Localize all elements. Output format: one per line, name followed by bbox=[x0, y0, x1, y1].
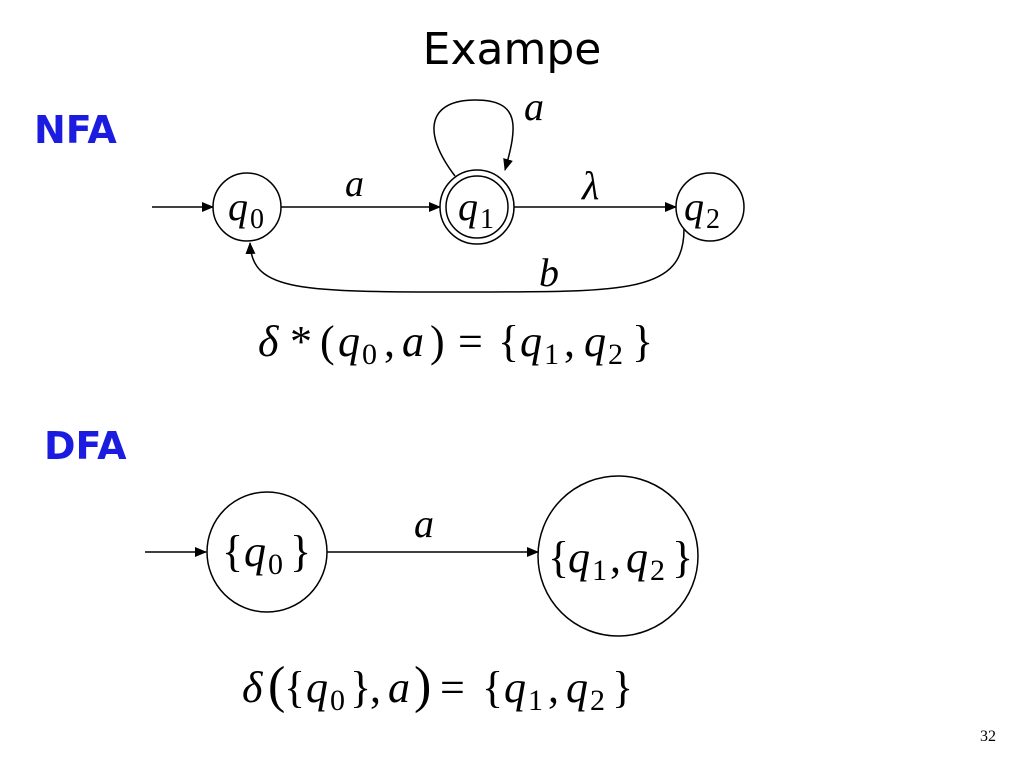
nfa-edge-q0-q1-label: a bbox=[345, 163, 364, 205]
nfa-edge-q2-q0-label: b bbox=[539, 250, 559, 295]
dfa-label: DFA bbox=[44, 424, 127, 468]
dfa-s1-subscript2: 2 bbox=[650, 554, 665, 587]
dfa-eq-equals: = bbox=[440, 663, 465, 712]
nfa-q1-subscript: 1 bbox=[480, 204, 494, 235]
dfa-edge-s0-s1-label: a bbox=[414, 501, 434, 546]
nfa-q1-symbol: q bbox=[458, 184, 478, 229]
nfa-eq-set-open: { bbox=[498, 317, 519, 366]
slide-title: Exampe bbox=[422, 24, 602, 75]
dfa-eq-r1-sub: 1 bbox=[528, 684, 543, 717]
nfa-eq-close-paren: ) bbox=[430, 317, 445, 366]
nfa-eq-r1: q bbox=[520, 317, 542, 366]
nfa-state-q1: q 1 bbox=[439, 169, 515, 245]
dfa-s1-symbol2: q bbox=[626, 533, 648, 582]
dfa-s0-close-brace: } bbox=[290, 527, 311, 576]
dfa-eq-close-paren: ) bbox=[414, 657, 431, 714]
nfa-edge-q1-loop-label: a bbox=[524, 84, 544, 129]
nfa-q0-symbol: q bbox=[228, 184, 248, 229]
nfa-edge-q2-q0 bbox=[245, 228, 685, 293]
nfa-state-q2: q 2 bbox=[675, 172, 745, 242]
dfa-equation: δ ( { q 0 } , a ) = { q 1 , q 2 } bbox=[242, 657, 633, 717]
nfa-eq-r2: q bbox=[584, 317, 606, 366]
nfa-eq-delta: δ bbox=[258, 317, 280, 366]
nfa-eq-arg-state: q bbox=[338, 317, 360, 366]
nfa-q0-subscript: 0 bbox=[250, 204, 264, 235]
dfa-eq-arg-state: q bbox=[306, 663, 328, 712]
dfa-s1-open-brace: { bbox=[548, 533, 569, 582]
nfa-q2-subscript: 2 bbox=[706, 204, 720, 235]
dfa-eq-comma2: , bbox=[548, 663, 559, 712]
dfa-eq-res-open: { bbox=[482, 663, 503, 712]
page-number: 32 bbox=[980, 728, 996, 745]
dfa-s0-subscript: 0 bbox=[268, 548, 283, 581]
nfa-label: NFA bbox=[34, 108, 117, 152]
nfa-eq-arg-symbol: a bbox=[402, 317, 424, 366]
dfa-eq-arg-sub: 0 bbox=[330, 684, 345, 717]
nfa-edge-q1-q2-label: λ bbox=[581, 163, 599, 208]
dfa-s1-symbol1: q bbox=[568, 533, 590, 582]
dfa-eq-delta: δ bbox=[242, 663, 264, 712]
nfa-edge-q1-loop bbox=[433, 99, 514, 177]
dfa-eq-set-open: { bbox=[284, 663, 305, 712]
nfa-q2-symbol: q bbox=[684, 184, 704, 229]
nfa-eq-comma1: , bbox=[384, 317, 395, 366]
nfa-eq-set-close: } bbox=[632, 317, 653, 366]
dfa-eq-r1: q bbox=[504, 663, 526, 712]
dfa-eq-comma1: , bbox=[370, 663, 381, 712]
dfa-s1-close-brace: } bbox=[672, 533, 693, 582]
dfa-eq-res-close: } bbox=[612, 663, 633, 712]
nfa-eq-r1-sub: 1 bbox=[544, 338, 559, 371]
nfa-eq-arg-sub: 0 bbox=[362, 338, 377, 371]
dfa-state-s1: { q 1 , q 2 } bbox=[537, 475, 699, 637]
nfa-eq-equals: = bbox=[458, 317, 483, 366]
dfa-s1-comma: , bbox=[610, 533, 621, 582]
nfa-state-q0: q 0 bbox=[212, 172, 282, 242]
dfa-s0-symbol: q bbox=[244, 527, 266, 576]
nfa-eq-r2-sub: 2 bbox=[608, 338, 623, 371]
nfa-eq-star: * bbox=[290, 317, 312, 366]
nfa-equation: δ * ( q 0 , a ) = { q 1 , q 2 } bbox=[258, 317, 653, 371]
nfa-eq-comma2: , bbox=[564, 317, 575, 366]
dfa-eq-r2: q bbox=[566, 663, 588, 712]
dfa-s1-subscript1: 1 bbox=[592, 554, 607, 587]
dfa-eq-arg-symbol: a bbox=[388, 663, 410, 712]
dfa-eq-r2-sub: 2 bbox=[590, 684, 605, 717]
dfa-state-s0: { q 0 } bbox=[206, 491, 328, 613]
dfa-eq-open-paren: ( bbox=[268, 657, 285, 714]
dfa-eq-set-close: } bbox=[350, 663, 371, 712]
dfa-s0-open-brace: { bbox=[222, 527, 243, 576]
nfa-eq-open-paren: ( bbox=[320, 317, 335, 366]
